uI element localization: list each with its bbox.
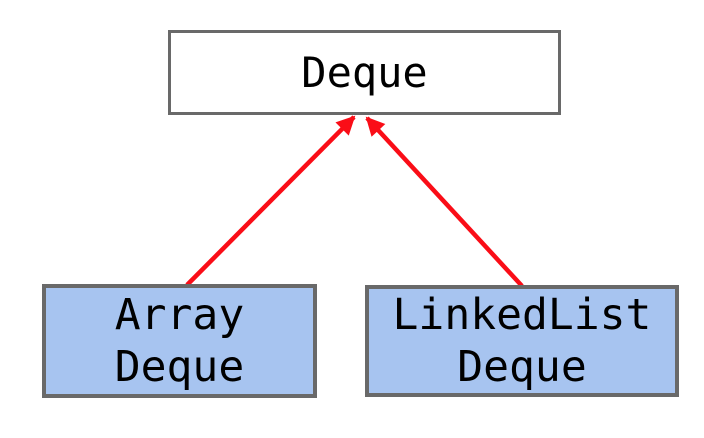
inheritance-arrow-arraydeque	[185, 115, 356, 287]
node-arraydeque: Array Deque	[42, 284, 317, 398]
node-arraydeque-label: Array Deque	[115, 289, 244, 393]
node-arraydeque-label-line2: Deque	[114, 342, 245, 392]
node-deque-label: Deque	[301, 48, 428, 97]
node-deque: Deque	[168, 30, 561, 115]
node-linkedlistdeque-label-line2: Deque	[457, 342, 587, 392]
node-linkedlistdeque: LinkedList Deque	[365, 285, 679, 397]
node-linkedlistdeque-label: LinkedList Deque	[393, 289, 652, 393]
inheritance-arrow-linkedlistdeque	[365, 116, 524, 288]
node-linkedlistdeque-label-line1: LinkedList	[392, 290, 652, 340]
node-arraydeque-label-line1: Array	[114, 290, 245, 340]
